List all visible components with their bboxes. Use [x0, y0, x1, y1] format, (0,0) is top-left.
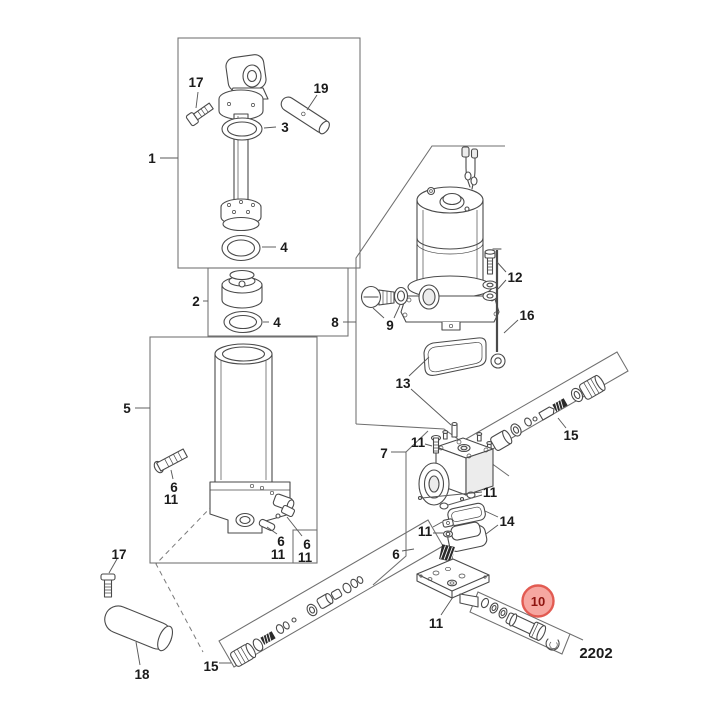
part-15-valve-kit-right — [490, 374, 606, 451]
part-14-reservoir — [447, 502, 488, 552]
part-8-motor — [400, 146, 500, 331]
part-17-bolt-bottom — [100, 573, 116, 598]
part-6-bolt-left — [153, 448, 188, 474]
diagram-number: 2202 — [579, 645, 612, 662]
group-box-8 — [355, 145, 505, 424]
callout-part-17-top: 17 — [188, 75, 203, 90]
group-box-2 — [207, 267, 349, 337]
callout-part-11-washers: 11 — [483, 485, 498, 500]
callout-part-8: 8 — [331, 315, 339, 330]
part-2-piston-assembly — [221, 269, 263, 309]
callout-part-6-spring: 6 — [392, 547, 400, 562]
callout-part-5: 5 — [123, 401, 131, 416]
part-6-11-small-valves — [258, 504, 296, 532]
callout-part-3: 3 — [281, 120, 289, 135]
callout-part-18: 18 — [134, 667, 150, 682]
callout-part-6-mid: 6 — [277, 534, 285, 549]
highlighted-part-10-badge[interactable]: 10 — [521, 584, 555, 618]
callout-part-15-left: 15 — [203, 659, 219, 674]
leader-lines — [108, 91, 567, 666]
callout-part-1: 1 — [148, 151, 156, 166]
callout-part-11-nut: 11 — [418, 524, 433, 539]
part-18-pivot-pin-large — [104, 605, 174, 652]
callout-part-9: 9 — [386, 318, 394, 333]
callout-part-17-bottom: 17 — [111, 547, 126, 562]
callout-part-12: 12 — [507, 270, 522, 285]
callout-part-11-mid: 11 — [271, 547, 286, 562]
part-15-valve-kit-left — [230, 576, 364, 667]
part-5-cylinder — [209, 343, 295, 534]
callout-part-11-pump-bolt: 11 — [411, 435, 426, 450]
callout-part-6-left: 6 — [170, 480, 178, 495]
callout-part-7: 7 — [380, 446, 388, 461]
part-11-nut-washer — [442, 518, 454, 538]
group-box-1 — [177, 37, 361, 269]
part-12-bolt-washers — [482, 249, 498, 302]
part-9-fill-plug — [360, 285, 409, 309]
group-box-5 — [149, 336, 318, 564]
part-16-anode-screw — [490, 248, 506, 369]
part-11-bolt-pump — [430, 434, 442, 454]
part-19-pivot-pin — [280, 96, 330, 135]
part-4-o-ring-upper — [221, 234, 261, 262]
callout-part-2: 2 — [192, 294, 200, 309]
part-6-spring-center — [439, 544, 456, 562]
highlight-label[interactable]: 10 — [531, 594, 545, 609]
callout-part-16: 16 — [519, 308, 535, 323]
group-box-7 — [372, 430, 429, 586]
callout-part-4-lower: 4 — [273, 315, 281, 330]
part-10-memory-valve — [480, 597, 560, 651]
part-1-trim-rod-assembly — [218, 54, 269, 232]
part-4-o-ring-lower — [223, 310, 263, 334]
callout-part-4-upper: 4 — [280, 240, 288, 255]
callout-part-6-boxed: 6 — [303, 537, 311, 552]
part-17-bolt-top — [185, 102, 214, 127]
part-3-o-ring — [221, 117, 263, 141]
callout-part-11-boxed: 11 — [298, 550, 313, 565]
alignment-dashed-line — [155, 504, 214, 653]
group-box-6-11 — [292, 529, 318, 564]
highlight-circle[interactable] — [521, 584, 555, 618]
callout-part-13: 13 — [395, 376, 411, 391]
callout-part-14: 14 — [499, 514, 515, 529]
group-box-10-tail — [569, 633, 584, 641]
callout-labels: 1 17 19 3 4 2 4 5 8 9 12 16 13 7 11 11 1… — [111, 75, 579, 682]
part-13-gasket — [423, 337, 487, 376]
part-7-pump-body — [417, 421, 494, 510]
callout-part-11-left: 11 — [164, 492, 179, 507]
part-11-manifold-plate — [416, 558, 490, 608]
callout-part-11-plate: 11 — [429, 616, 444, 631]
callout-part-15-right: 15 — [563, 428, 579, 443]
callout-part-19: 19 — [313, 81, 328, 96]
